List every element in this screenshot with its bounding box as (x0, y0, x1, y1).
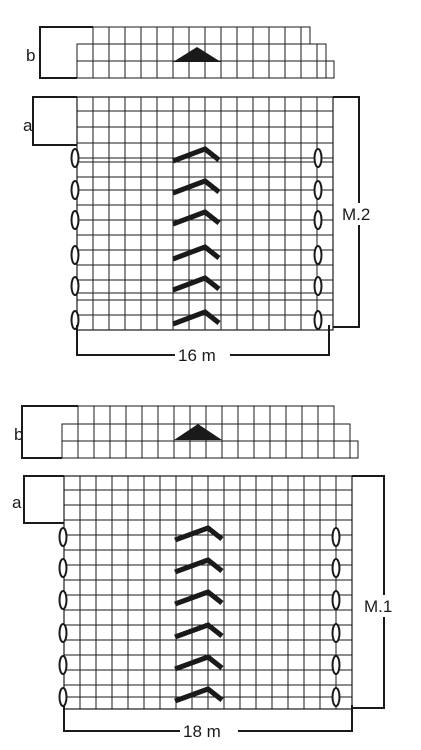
m1-decrease-triangle-icon (174, 424, 222, 440)
m1-chevrons (174, 525, 224, 704)
m2-chevrons (172, 146, 221, 327)
m1-section-b: b (14, 405, 359, 459)
chart-m1: b a (12, 405, 406, 742)
m1-b-bracket (21, 405, 78, 459)
m2-a-bracket (32, 96, 77, 146)
m2-decrease-triangle-icon (173, 47, 221, 62)
chart-m2: b a (23, 26, 380, 366)
m1-width-label: 18 m (183, 722, 221, 741)
m2-b-grid (76, 26, 335, 79)
m1-a-bracket (23, 475, 64, 524)
m1-b-label: b (14, 425, 23, 444)
m2-b-bracket (39, 26, 93, 79)
m1-a-label: a (12, 493, 22, 512)
m2-section-b: b (26, 26, 335, 79)
m2-a-label: a (23, 116, 33, 135)
m2-name-label: M.2 (342, 205, 370, 224)
m2-b-label: b (26, 46, 35, 65)
m1-name-label: M.1 (364, 597, 392, 616)
m1-grid-cols (79, 476, 337, 709)
m2-width-label: 16 m (178, 346, 216, 365)
m2-grid-cols (92, 97, 318, 330)
m2-eyelets (70, 148, 323, 330)
m1-eyelets (58, 527, 341, 707)
m1-side-bracket (352, 475, 385, 709)
